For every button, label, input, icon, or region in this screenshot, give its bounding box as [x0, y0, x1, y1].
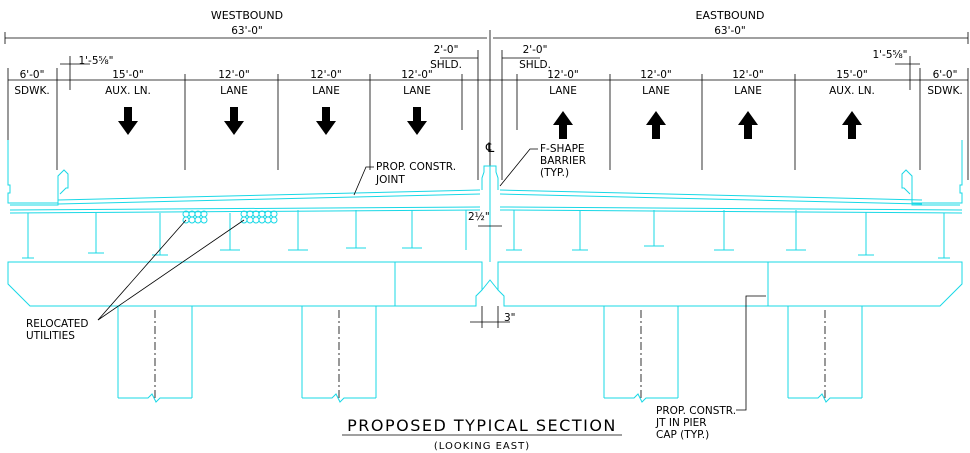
gap-bottom-value: 3" — [504, 312, 516, 324]
utility-conduits — [182, 210, 278, 224]
eb-lane4-label: AUX. LN. — [829, 85, 875, 97]
barrier-note: F-SHAPE BARRIER (TYP.) — [499, 143, 586, 187]
up-arrow-icon — [842, 111, 862, 139]
westbound-arrows — [118, 107, 427, 135]
westbound-dimension: WESTBOUND 63'-0" — [4, 9, 487, 44]
eb-sidewalk-label: SDWK. — [927, 85, 962, 97]
barrier-line1: F-SHAPE — [540, 143, 585, 155]
eb-lane1-dim: 12'-0" — [547, 69, 579, 81]
down-arrow-icon — [316, 107, 336, 135]
down-arrow-icon — [224, 107, 244, 135]
eb-lane2-dim: 12'-0" — [640, 69, 672, 81]
gap-dimension-bottom: 3" — [470, 306, 516, 328]
bridge-deck — [7, 140, 963, 262]
eastbound-title: EASTBOUND — [696, 9, 765, 22]
wb-shoulder-dim: 2'-0" — [434, 44, 459, 56]
up-arrow-icon — [646, 111, 666, 139]
pier-columns — [117, 306, 863, 403]
wb-lane2-dim: 12'-0" — [218, 69, 250, 81]
pier-joint-line3: CAP (TYP.) — [656, 429, 709, 441]
eb-lane1-label: LANE — [549, 85, 577, 97]
wb-sidewalk-label: SDWK. — [14, 85, 49, 97]
eb-sidewalk-dim: 6'-0" — [933, 69, 958, 81]
down-arrow-icon — [118, 107, 138, 135]
wb-lane1-dim: 15'-0" — [112, 69, 144, 81]
wb-lane3-label: LANE — [312, 85, 340, 97]
girders — [22, 210, 950, 259]
centerline-symbol: ℄ — [485, 141, 495, 156]
wb-lane1-label: AUX. LN. — [105, 85, 151, 97]
wb-sidewalk-dim: 6'-0" — [20, 69, 45, 81]
lane-dimension-line — [7, 50, 969, 180]
wb-lane2-label: LANE — [220, 85, 248, 97]
barrier-line2: BARRIER — [540, 155, 586, 167]
subtitle-text: (LOOKING EAST) — [434, 441, 530, 452]
gap-top-value: 2½" — [468, 211, 490, 223]
eastbound-width: 63'-0" — [714, 25, 746, 37]
pier-caps — [7, 261, 963, 307]
gap-dimension-top: 2½" — [468, 211, 502, 227]
eb-lane2-label: LANE — [642, 85, 670, 97]
pier-joint-note: PROP. CONSTR. JT IN PIER CAP (TYP.) — [655, 295, 766, 441]
wb-offset-dim: 1'-5⅝" — [78, 55, 113, 67]
westbound-title: WESTBOUND — [211, 9, 283, 22]
pier-joint-line1: PROP. CONSTR. — [656, 405, 736, 417]
wb-shoulder-label: SHLD. — [430, 59, 462, 71]
up-arrow-icon — [738, 111, 758, 139]
constr-joint-note: PROP. CONSTR. JOINT — [353, 161, 456, 196]
eb-lane3-dim: 12'-0" — [732, 69, 764, 81]
utilities-line1: RELOCATED — [26, 318, 89, 330]
wb-lane3-dim: 12'-0" — [310, 69, 342, 81]
wb-lane4-dim: 12'-0" — [401, 69, 433, 81]
pier-joint-line2: JT IN PIER — [655, 417, 707, 429]
wb-lane4-label: LANE — [403, 85, 431, 97]
eb-lane3-label: LANE — [734, 85, 762, 97]
title-text: PROPOSED TYPICAL SECTION — [347, 416, 617, 435]
eb-shoulder-label: SHLD. — [519, 59, 551, 71]
barrier-line3: (TYP.) — [540, 167, 569, 179]
eastbound-dimension: EASTBOUND 63'-0" — [493, 9, 969, 44]
westbound-width: 63'-0" — [231, 25, 263, 37]
utilities-note: RELOCATED UTILITIES — [26, 219, 245, 342]
eb-lane4-dim: 15'-0" — [836, 69, 868, 81]
utilities-line2: UTILITIES — [26, 330, 75, 342]
drawing-title: PROPOSED TYPICAL SECTION (LOOKING EAST) — [342, 416, 622, 452]
eb-offset-dim: 1'-5⅝" — [872, 49, 907, 61]
up-arrow-icon — [553, 111, 573, 139]
down-arrow-icon — [407, 107, 427, 135]
constr-joint-line1: PROP. CONSTR. — [376, 161, 456, 173]
constr-joint-line2: JOINT — [375, 174, 405, 186]
eb-shoulder-dim: 2'-0" — [523, 44, 548, 56]
eastbound-arrows — [553, 111, 862, 139]
